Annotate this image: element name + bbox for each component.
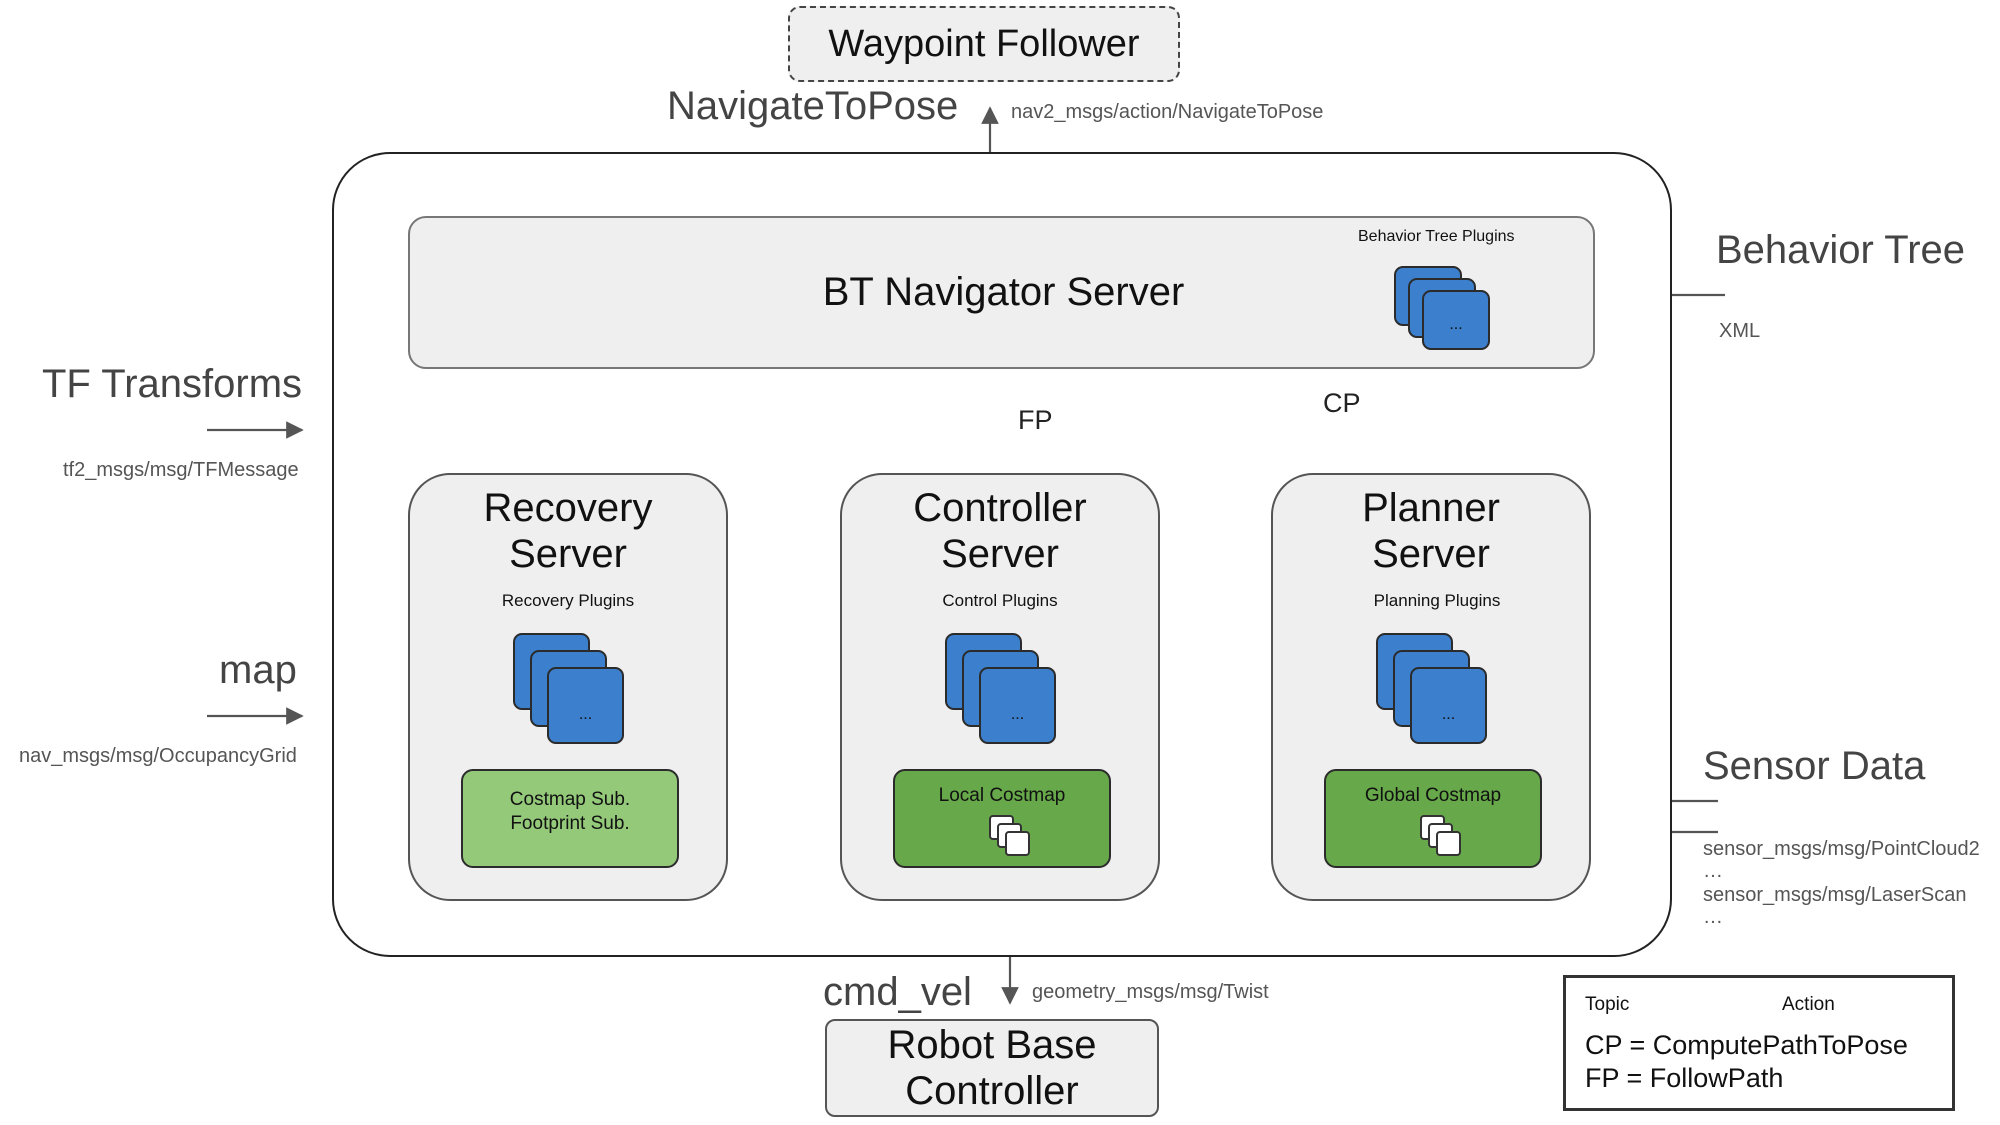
planning-plugins-label: Planning Plugins — [1373, 591, 1501, 610]
footprint-sub-label: Footprint Sub. — [510, 813, 630, 834]
bt-plugin-ellipsis: ... — [1449, 316, 1463, 333]
legend-cp-definition: CP = ComputePathToPose — [1585, 1030, 1908, 1060]
recovery-costmap-sub: Costmap Sub. Footprint Sub. — [461, 769, 679, 868]
planner-server-title-1: Planner — [1362, 486, 1500, 530]
control-plugins-label: Control Plugins — [942, 591, 1058, 610]
global-costmap: Global Costmap — [1324, 769, 1542, 868]
recovery-server-title-2: Server — [509, 532, 627, 576]
planning-plugin-card-3: ... — [1410, 667, 1487, 744]
navigate-to-pose-msg: nav2_msgs/action/NavigateToPose — [1011, 101, 1324, 123]
legend-box: Topic Action CP = ComputePathToPose FP =… — [1563, 975, 1955, 1111]
global-costmap-layer-icon-3 — [1436, 831, 1461, 856]
fp-label: FP — [1018, 405, 1053, 435]
cp-label: CP — [1323, 388, 1361, 418]
robot-base-controller-box: Robot Base Controller — [825, 1019, 1159, 1117]
planner-server: Planner Server Planning Plugins ... Glob… — [1271, 473, 1591, 901]
costmap-sub-label: Costmap Sub. — [509, 789, 631, 810]
robot-base-controller-line-1: Robot Base — [887, 1023, 1097, 1067]
map-label: map — [219, 648, 297, 692]
bt-navigator-server: BT Navigator Server Behavior Tree Plugin… — [408, 216, 1595, 369]
behavior-tree-msg: XML — [1719, 320, 1761, 342]
behavior-tree-label: Behavior Tree — [1716, 228, 1966, 272]
tf-transforms-label: TF Transforms — [42, 362, 303, 406]
planning-plugin-ellipsis: ... — [1441, 706, 1456, 723]
recovery-server-title-1: Recovery — [483, 486, 653, 530]
bt-plugins-label: Behavior Tree Plugins — [1358, 228, 1515, 245]
legend-fp-definition: FP = FollowPath — [1585, 1063, 1784, 1093]
sensor-msg-dots-1: … — [1703, 860, 1723, 882]
navigate-to-pose-label: NavigateToPose — [667, 84, 959, 128]
bt-navigator-title: BT Navigator Server — [822, 270, 1185, 314]
control-plugin-ellipsis: ... — [1010, 706, 1025, 723]
legend-topic-label: Topic — [1585, 994, 1630, 1015]
sensor-msg-laserscan: sensor_msgs/msg/LaserScan — [1703, 884, 1967, 906]
control-plugin-card-3: ... — [979, 667, 1056, 744]
local-costmap-label: Local Costmap — [938, 785, 1066, 806]
recovery-plugin-ellipsis: ... — [578, 706, 593, 723]
waypoint-follower-label: Waypoint Follower — [828, 22, 1140, 65]
sensor-msg-dots-2: … — [1703, 906, 1723, 928]
recovery-server: Recovery Server Recovery Plugins ... Cos… — [408, 473, 728, 901]
planner-server-title-2: Server — [1372, 532, 1490, 576]
local-costmap: Local Costmap — [893, 769, 1111, 868]
map-msg: nav_msgs/msg/OccupancyGrid — [19, 745, 297, 767]
controller-server: Controller Server Control Plugins ... Lo… — [840, 473, 1160, 901]
controller-server-title-2: Server — [941, 532, 1059, 576]
recovery-plugins-label: Recovery Plugins — [501, 591, 635, 610]
cmd-vel-label: cmd_vel — [823, 970, 972, 1014]
recovery-plugin-card-3: ... — [547, 667, 624, 744]
tf-transforms-msg: tf2_msgs/msg/TFMessage — [63, 459, 299, 481]
bt-plugin-card-3: ... — [1422, 290, 1490, 350]
global-costmap-label: Global Costmap — [1364, 785, 1502, 806]
sensor-data-label: Sensor Data — [1703, 744, 1926, 788]
controller-server-title-1: Controller — [913, 486, 1087, 530]
robot-base-controller-line-2: Controller — [905, 1069, 1079, 1113]
sensor-msg-pointcloud: sensor_msgs/msg/PointCloud2 — [1703, 838, 1980, 860]
legend-action-label: Action — [1782, 994, 1835, 1015]
local-costmap-layer-icon-3 — [1005, 831, 1030, 856]
waypoint-follower-box: Waypoint Follower — [788, 6, 1180, 82]
cmd-vel-msg: geometry_msgs/msg/Twist — [1032, 981, 1269, 1003]
